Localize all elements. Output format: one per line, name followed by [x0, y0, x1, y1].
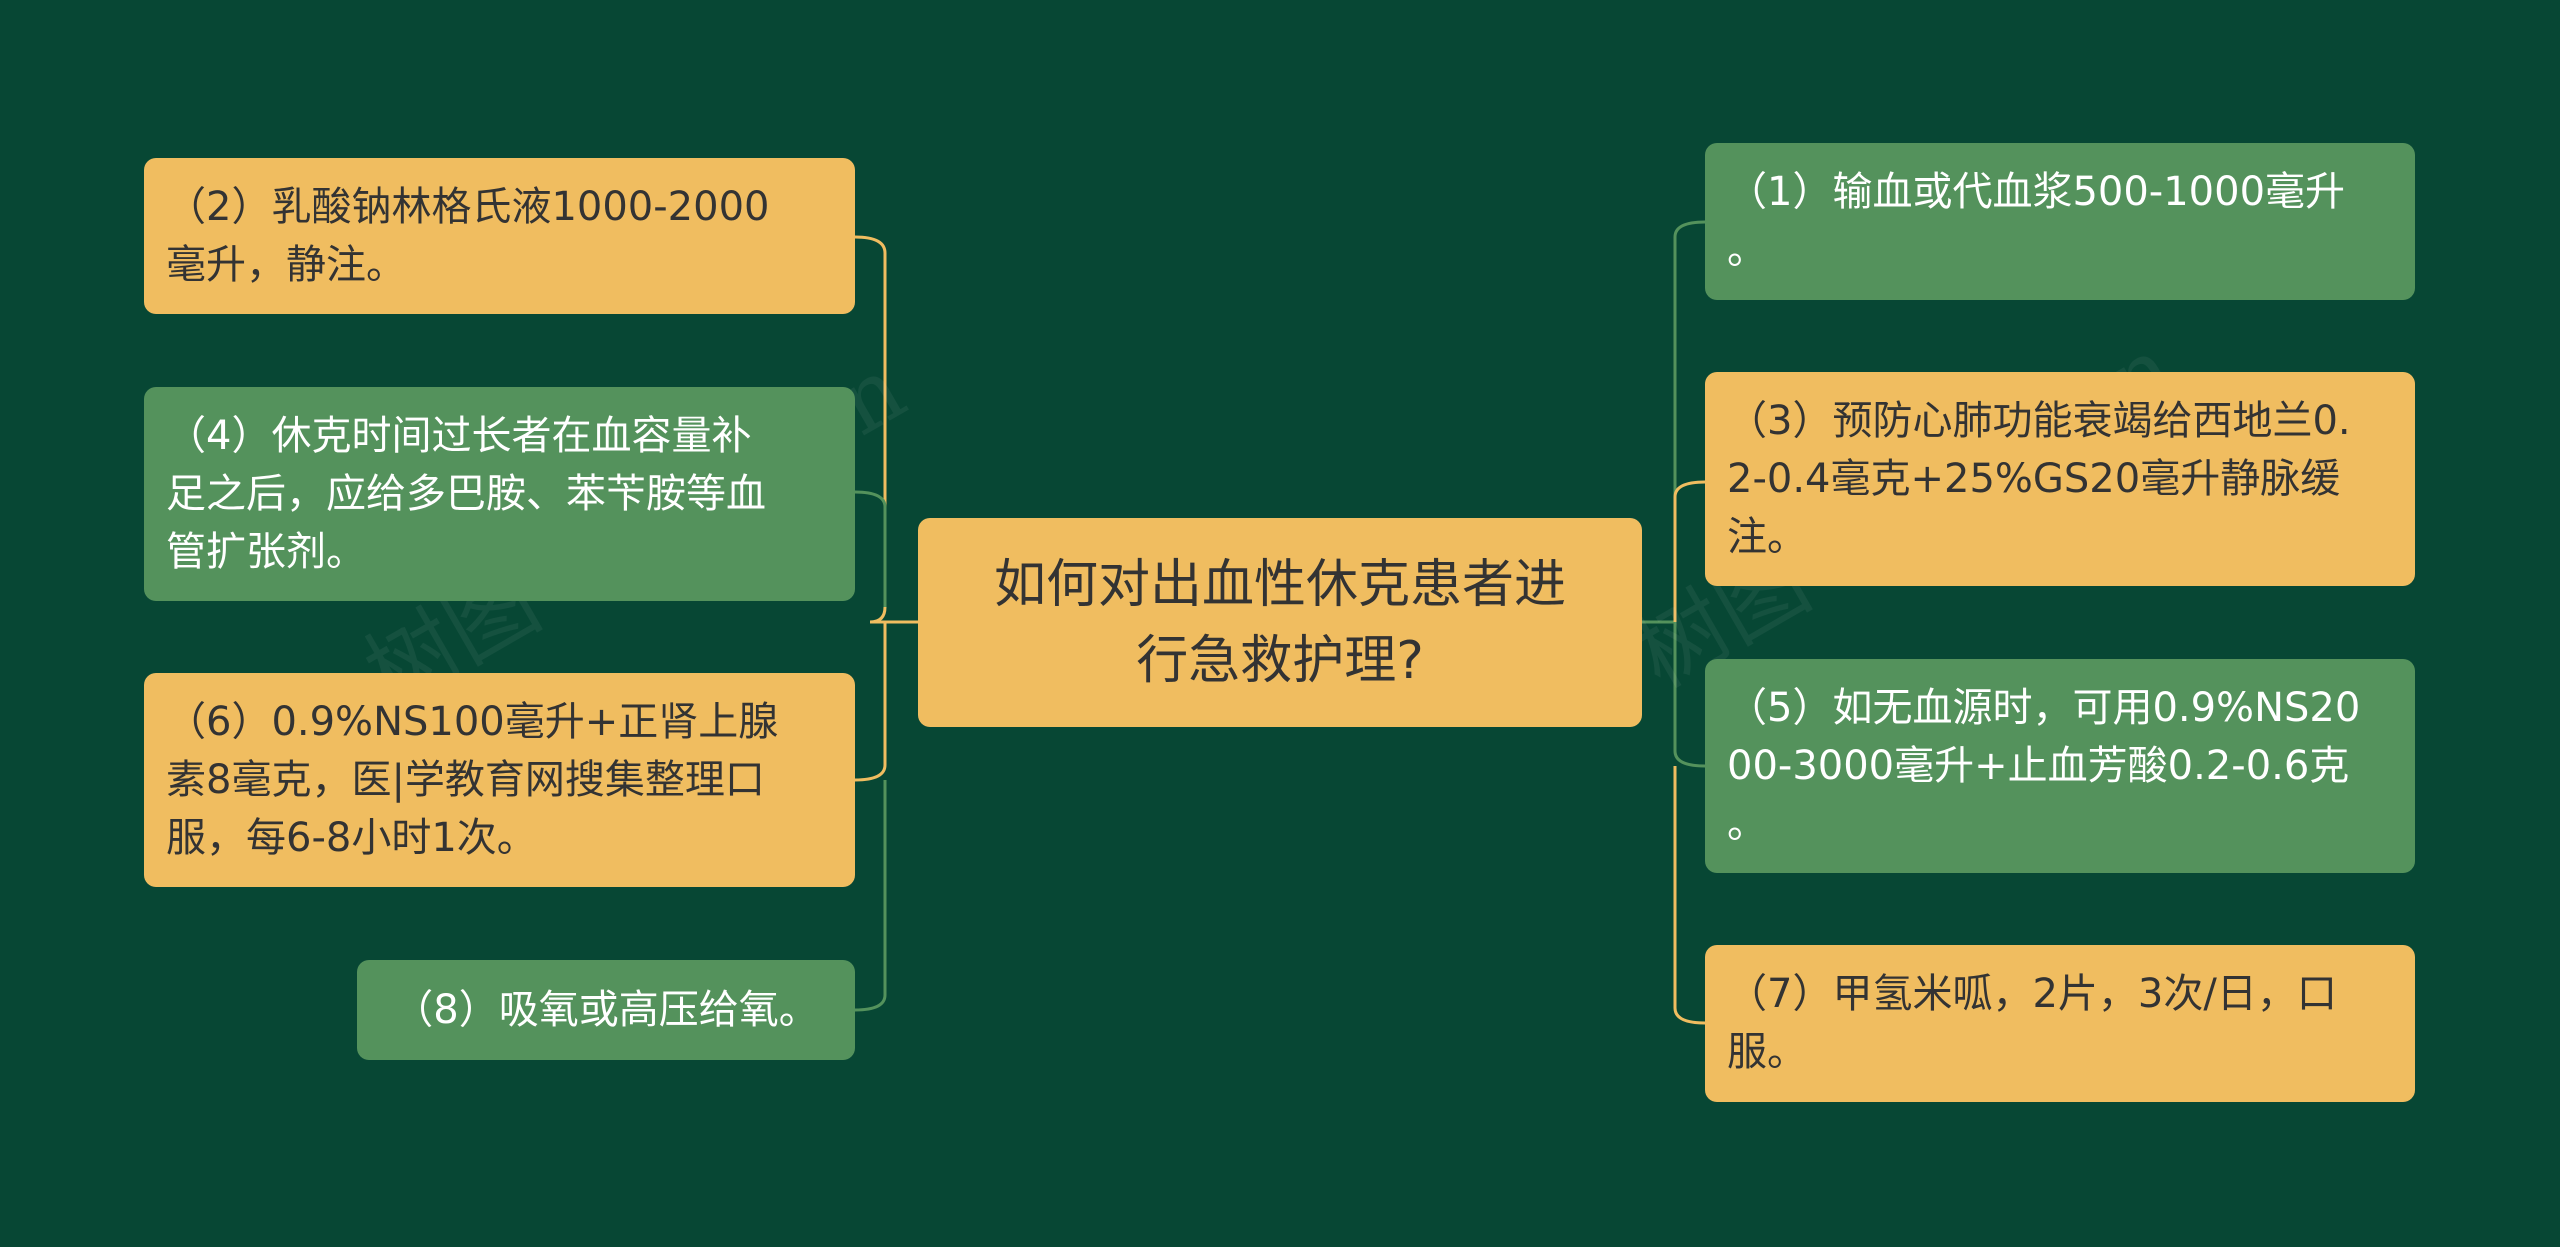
connector-right-3: [1673, 622, 1706, 768]
connector-left-2: [854, 490, 887, 607]
left-node-2[interactable]: （2）乳酸钠林格氏液1000-2000 毫升，静注。: [144, 158, 855, 314]
central-topic-text: 如何对出血性休克患者进 行急救护理?: [993, 554, 1566, 691]
left-node-4[interactable]: （4）休克时间过长者在血容量补 足之后，应给多巴胺、苯苄胺等血 管扩张剂。: [144, 387, 855, 601]
right-node-7[interactable]: （7）甲氢米呱，2片，3次/日，口 服。: [1705, 945, 2415, 1102]
connector-left-3: [854, 622, 887, 782]
connector-right-4: [1673, 766, 1706, 1025]
connector-right-2: [1673, 480, 1706, 622]
right-node-5[interactable]: （5）如无血源时，可用0.9%NS20 00-3000毫升+止血芳酸0.2-0.…: [1705, 659, 2415, 873]
right-node-3[interactable]: （3）预防心肺功能衰竭给西地兰0. 2-0.4毫克+25%GS20毫升静脉缓 注…: [1705, 372, 2415, 586]
connector-left-4: [854, 780, 887, 1012]
central-topic[interactable]: 如何对出血性休克患者进 行急救护理?: [918, 518, 1642, 727]
right-node-1[interactable]: （1）输血或代血浆500-1000毫升 。: [1705, 143, 2415, 300]
left-node-8[interactable]: （8）吸氧或高压给氧。: [357, 960, 855, 1060]
left-node-6[interactable]: （6）0.9%NS100毫升+正肾上腺 素8毫克，医|学教育网搜集整理口 服，每…: [144, 673, 855, 887]
